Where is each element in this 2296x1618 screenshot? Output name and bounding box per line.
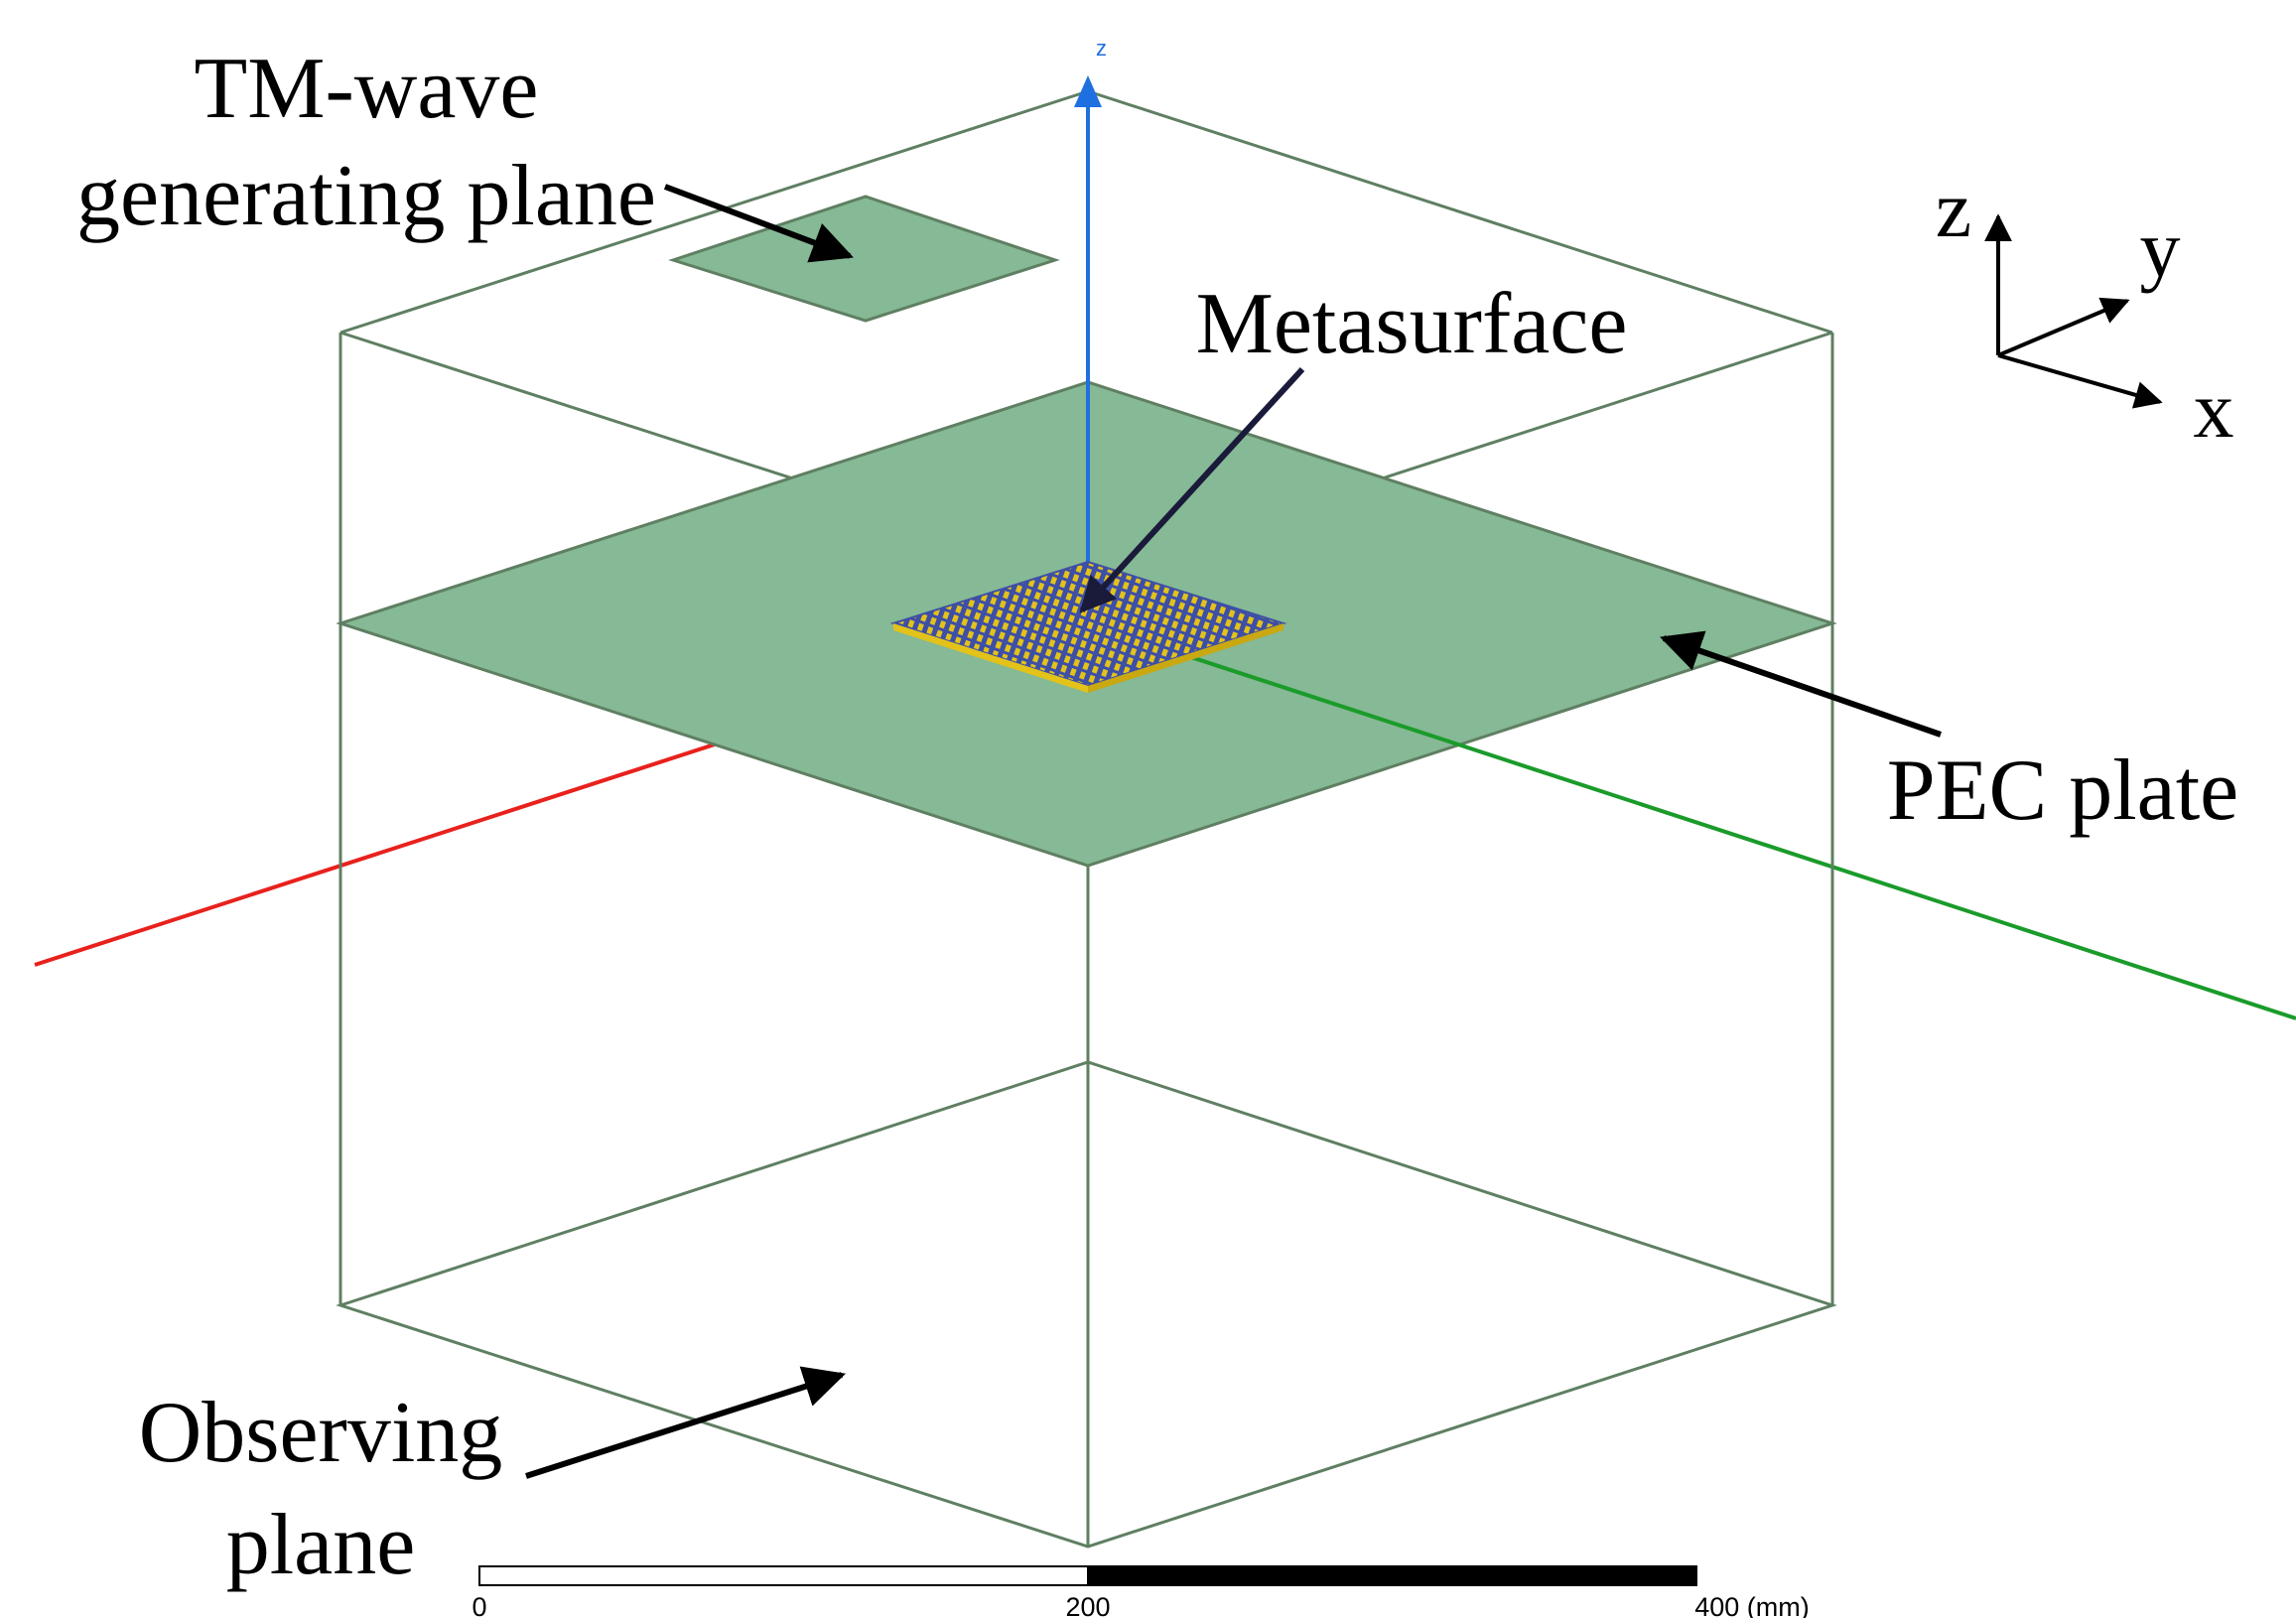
- observing-plane-arrow: [525, 1366, 846, 1479]
- scale-tick-400: 400 (mm): [1694, 1592, 1810, 1618]
- scale-bar: 0 200 400 (mm): [472, 1565, 1810, 1618]
- coordinate-triad: z y x: [1936, 164, 2234, 455]
- observing-plane-label-line2: plane: [226, 1497, 416, 1593]
- tm-wave-generating-plane: [668, 195, 1060, 323]
- tm-wave-arrow: [663, 184, 854, 263]
- box-vertical-edges: [338, 333, 1834, 1547]
- pec-plate-arrow: [1660, 630, 1942, 738]
- tm-wave-label-line1: TM-wave: [195, 41, 539, 137]
- scale-bar-black-segment: [1087, 1565, 1697, 1586]
- z-axis-arrow-icon: [1074, 75, 1102, 107]
- triad-z-label: z: [1936, 164, 1971, 254]
- tm-wave-label-line2: generating plane: [76, 148, 656, 244]
- observing-plane-label-line1: Observing: [139, 1385, 503, 1481]
- y-axis-line: [1087, 621, 2296, 1020]
- triad-y-label: y: [2140, 203, 2181, 294]
- scale-bar-white-segment: [478, 1565, 1089, 1586]
- z-axis: z: [1074, 36, 1107, 623]
- metasurface: [889, 560, 1287, 693]
- triad-x-label: x: [2194, 364, 2234, 455]
- pec-plate-label: PEC plate: [1887, 742, 2238, 839]
- metasurface-label: Metasurface: [1196, 276, 1628, 372]
- scale-tick-0: 0: [472, 1592, 486, 1618]
- z-axis-label: z: [1096, 36, 1107, 61]
- scale-tick-200: 200: [1065, 1592, 1110, 1618]
- annotation-arrows: [525, 184, 1942, 1479]
- metasurface-arrow: [1079, 366, 1305, 613]
